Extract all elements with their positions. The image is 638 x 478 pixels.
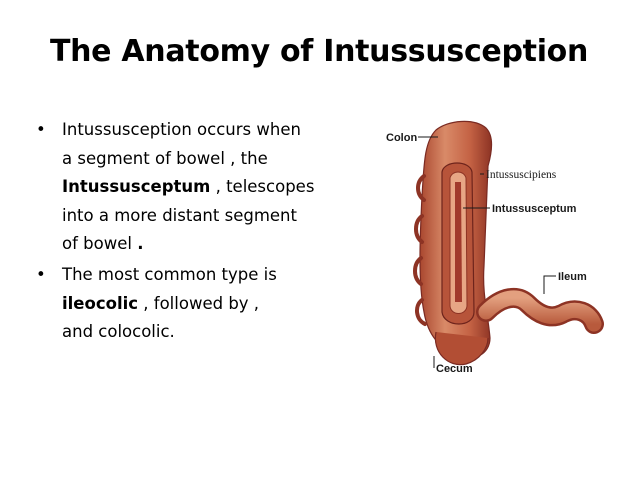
bullet-list: • Intussusception occurs when a segment … xyxy=(34,116,364,349)
intussusceptum-core xyxy=(455,182,462,302)
colon-haustra xyxy=(413,174,427,326)
bullet-item: • Intussusception occurs when a segment … xyxy=(34,116,364,259)
label-intussusceptum: Intussusceptum xyxy=(492,203,577,215)
label-intussuscipiens: Intussuscipiens xyxy=(486,169,557,181)
cecum-bulge xyxy=(434,331,489,366)
bullet-text: , followed by , xyxy=(138,293,260,313)
intussusception-illustration: Colon Intussuscipiens Intussusceptum Ile… xyxy=(386,120,604,375)
bullet-text: , telescopes xyxy=(210,177,315,197)
bullet-glyph: • xyxy=(36,120,46,139)
bold-period: . xyxy=(137,234,144,254)
label-colon: Colon xyxy=(386,132,417,144)
bullet-line: a segment of bowel , the xyxy=(62,148,268,168)
label-ileum: Ileum xyxy=(558,271,587,283)
bullet-glyph: • xyxy=(36,264,46,284)
bullet-line: and colocolic. xyxy=(62,322,175,342)
ileum-highlight xyxy=(478,290,602,332)
bold-term: Intussusceptum xyxy=(62,177,211,197)
bullet-line: The most common type is xyxy=(62,264,277,284)
bullet-line: ileocolic , followed by , xyxy=(62,290,364,319)
bullet-item: • The most common type is ileocolic , fo… xyxy=(34,261,364,347)
bullet-line: of bowel . xyxy=(62,230,364,259)
leader-lines xyxy=(418,136,556,368)
label-cecum: Cecum xyxy=(436,363,473,375)
bold-term: ileocolic xyxy=(62,293,139,313)
bullet-line: Intussusceptum , telescopes xyxy=(62,173,364,202)
bullet-line: Intussusception occurs when xyxy=(62,120,301,139)
bullet-text: of bowel xyxy=(62,234,138,254)
bullet-line: into a more distant segment xyxy=(62,205,297,225)
slide-title: The Anatomy of Intussusception xyxy=(49,34,589,69)
